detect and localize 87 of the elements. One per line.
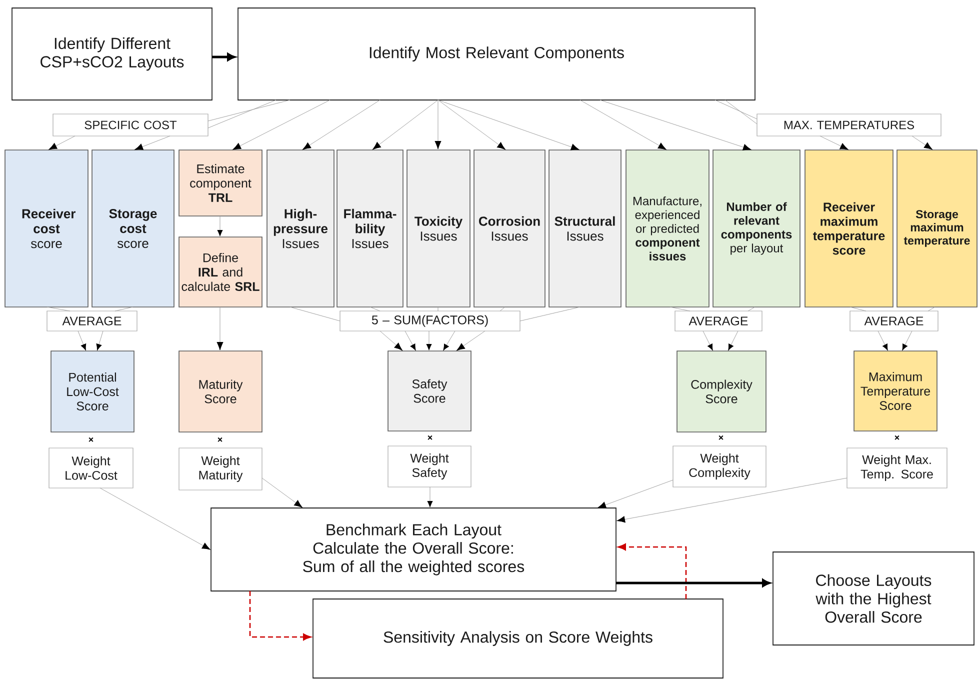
factor-box: Toxicity Issues [406,150,470,308]
label-box: 5 – SUM(FACTORS) [340,310,520,332]
factor-box: Receiver maximum temperature score [804,150,894,308]
weight-box: Weight Complexity [672,446,766,488]
connector-line [500,306,506,312]
multiply-sign: × [88,437,94,442]
connector-line [208,100,290,122]
arrow [380,330,402,351]
score-box: Safety Score [388,350,472,432]
arrow [580,100,666,150]
arrow [232,100,330,150]
connector-line [370,306,380,312]
arrow [616,579,770,587]
arrow [902,330,912,350]
label-box: AVERAGE [46,310,138,332]
factor-box: High-pressure Issues [266,150,334,308]
arrow [438,100,580,150]
factor-box: Corrosion Issues [474,150,546,308]
arrow [438,100,506,150]
multiply-sign: × [718,435,724,440]
multiply-sign: × [218,437,222,442]
arrow [48,136,76,150]
score-box: Maximum Temperature Score [854,350,938,432]
process-box: Benchmark Each Layout Calculate the Overall Score: Sum of all the weighted scores [210,508,616,592]
arrow [78,330,86,350]
arrow [134,136,170,150]
arrow [702,330,713,350]
arrow [427,486,433,508]
factor-box: Structural Issues [548,150,622,308]
arrow [434,100,442,150]
multiply-sign: × [894,435,900,440]
factor-box: Estimate component TRL [178,150,262,216]
arrow [456,330,486,351]
connector-line [520,306,580,322]
connector-line [670,306,690,312]
score-box: Maturity Score [178,350,262,432]
process-box: Sensitivity Analysis on Score Weights [312,598,724,678]
connector-line [850,306,866,312]
factor-box: Storage maximum temperature [896,150,978,308]
arrow [618,544,687,599]
factor-box: Flamma-bility Issues [336,150,404,308]
arrow [598,480,674,508]
arrow [600,100,752,150]
factor-box: Number of relevant components per layout [712,150,800,308]
arrow [443,330,456,350]
weight-box: Weight Max. Temp. Score [846,448,948,488]
arrow [426,330,432,350]
arrow [302,100,380,150]
label-box: AVERAGE [674,310,762,332]
arrow [249,591,312,640]
connector-line [46,306,70,312]
arrow [878,330,888,350]
arrow [216,306,224,350]
connector-line [724,100,758,124]
process-box: Identify Most Relevant Components [238,8,756,100]
label-box: SPECIFIC COST [52,114,208,136]
connector-line [208,100,276,128]
factor-box: Define IRL and calculate SRL [178,236,262,308]
multiply-sign: × [428,435,432,440]
connector-line [114,306,134,312]
score-box: Complexity Score [676,350,766,432]
label-box: MAX. TEMPERATURES [756,114,942,136]
process-box: Choose Layouts with the Highest Overall Score [772,552,974,646]
weight-box: Weight Maturity [178,448,262,490]
arrow [372,100,438,150]
score-box: Potential Low-Cost Score [50,350,134,432]
label-box: AVERAGE [850,310,938,332]
connector-line [928,306,936,312]
arrow [100,488,210,550]
connector-line [714,100,758,120]
factor-box: Storage cost score [92,150,174,308]
connector-line [748,306,756,312]
factor-box: Manufacture, experienced or predicted component issues [626,150,710,308]
arrow [96,330,104,350]
arrow [217,216,223,236]
arrow [728,330,738,350]
arrow [262,478,302,508]
arrow [616,478,848,523]
weight-box: Weight Low-Cost [48,448,134,488]
weight-box: Weight Safety [388,446,472,488]
process-box: Identify Different CSP+sCO2 Layouts [12,8,212,100]
arrow [820,136,848,150]
arrow [212,53,236,61]
arrow [404,330,416,350]
factor-box: Receiver cost score [4,150,88,308]
arrow [912,136,932,150]
connector-line [290,306,340,322]
